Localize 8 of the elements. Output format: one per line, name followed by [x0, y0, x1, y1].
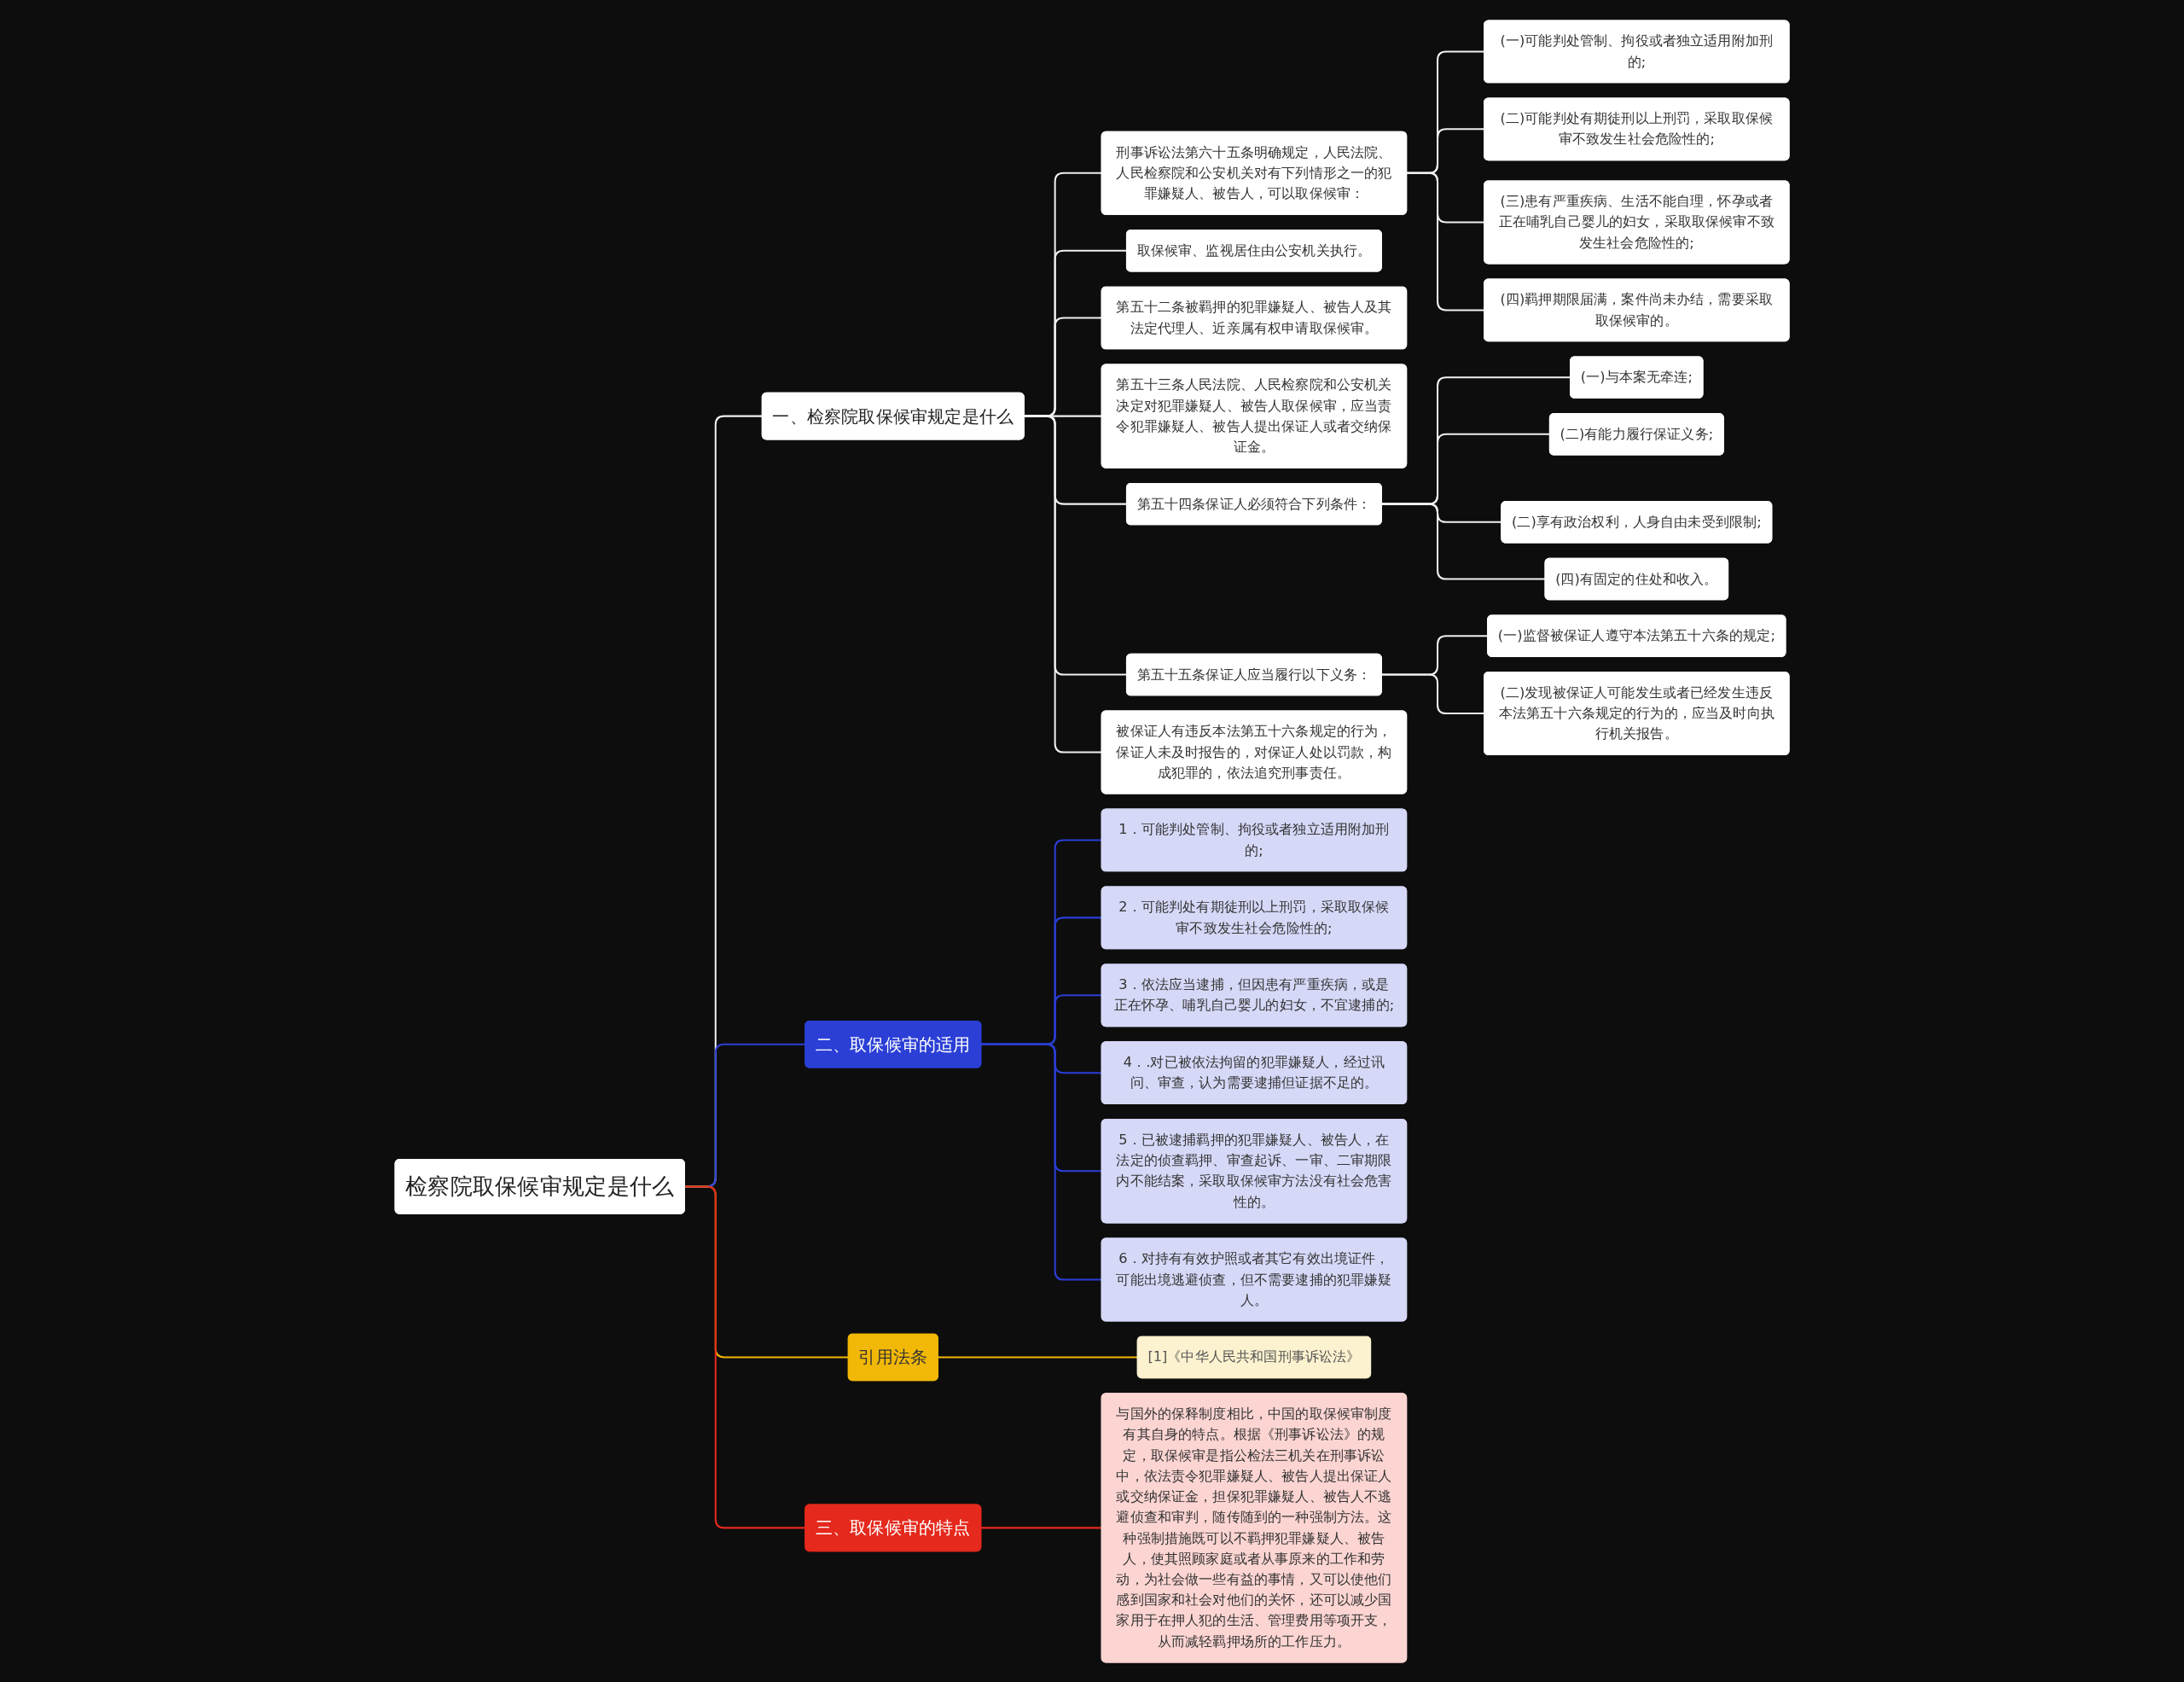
connector — [980, 1526, 1102, 1528]
connector — [1381, 503, 1545, 579]
connector — [1024, 415, 1102, 753]
connector — [938, 1355, 1138, 1358]
connector — [1381, 673, 1484, 714]
connector — [1406, 172, 1484, 311]
connector — [980, 1043, 1102, 1281]
connector — [684, 1184, 805, 1528]
